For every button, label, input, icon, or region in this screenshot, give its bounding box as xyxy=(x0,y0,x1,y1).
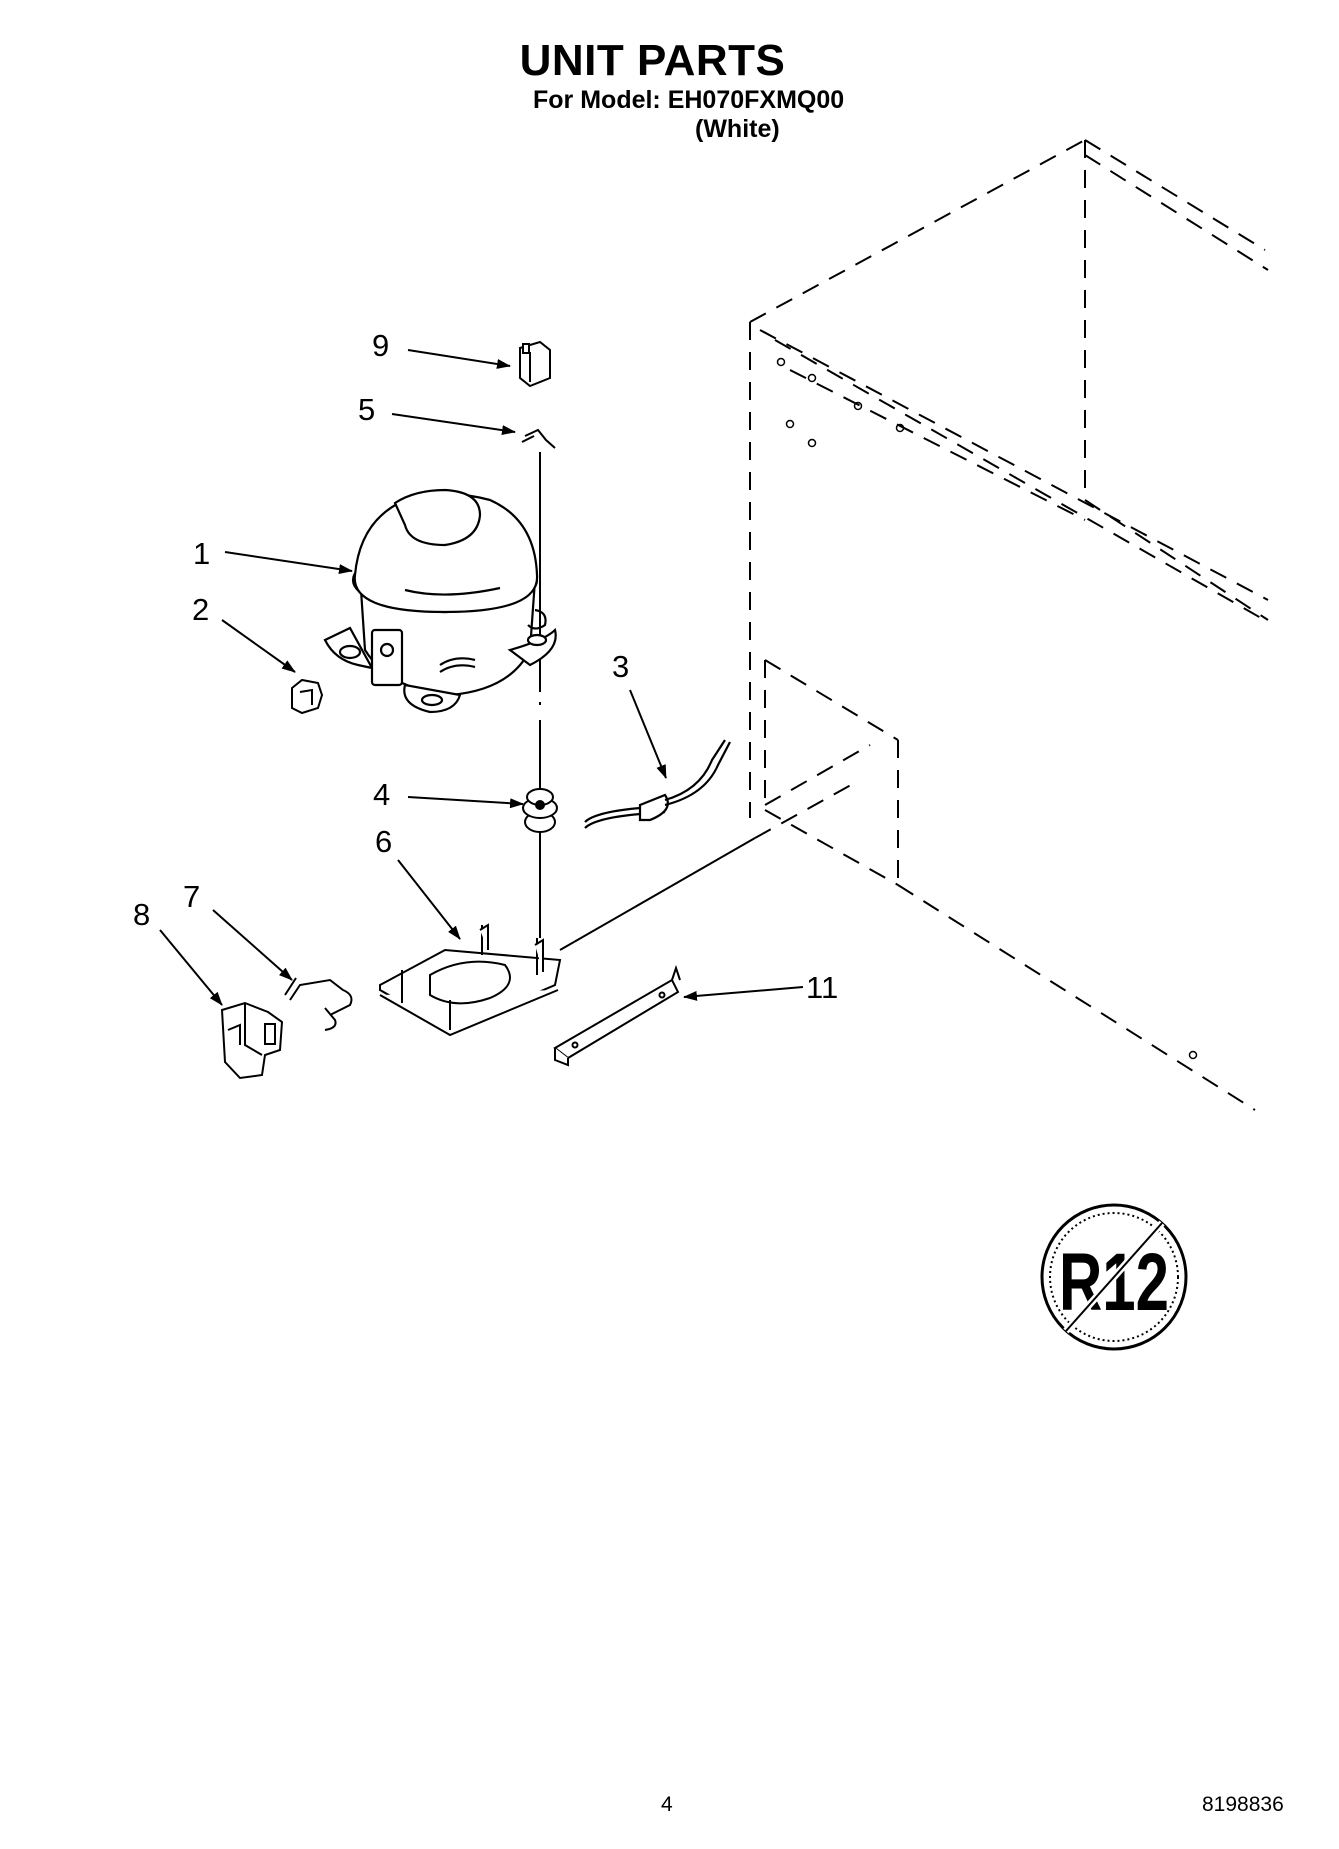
model-color: (White) xyxy=(695,115,780,143)
document-number: 8198836 xyxy=(1202,1793,1284,1816)
part-7-bracket xyxy=(284,977,353,1031)
callout-1: 1 xyxy=(193,536,210,571)
badge-text: R12 xyxy=(1059,1237,1169,1328)
model-number: For Model: EH070FXMQ00 xyxy=(533,86,845,114)
part-4-grommet xyxy=(522,788,558,833)
callout-9: 9 xyxy=(372,328,389,363)
part-5-clip xyxy=(521,428,556,449)
cabinet-outline xyxy=(749,139,1269,1111)
page-number: 4 xyxy=(661,1793,673,1816)
page-title: UNIT PARTS xyxy=(519,36,786,85)
callout-2: 2 xyxy=(192,592,209,627)
callout-11: 11 xyxy=(806,970,838,1005)
part-9-relay-cover xyxy=(519,340,551,388)
leader-lines xyxy=(159,349,804,1006)
no-r12-badge: R12 xyxy=(1040,1203,1188,1351)
part-3-drier-tube xyxy=(584,739,731,829)
part-8-terminal-cover xyxy=(220,1001,284,1080)
callout-8: 8 xyxy=(133,897,150,932)
mounting-axis xyxy=(539,452,861,951)
callout-4: 4 xyxy=(373,777,390,812)
part-6-mounting-plate xyxy=(379,923,562,1037)
callout-5: 5 xyxy=(358,392,375,427)
part-1-compressor xyxy=(323,488,557,714)
callout-7: 7 xyxy=(183,879,200,914)
cabinet-screw-holes xyxy=(776,357,1198,1060)
callout-3: 3 xyxy=(612,649,629,684)
callout-6: 6 xyxy=(375,824,392,859)
part-2-clip xyxy=(291,678,324,715)
part-11-angle-rail xyxy=(553,964,681,1067)
